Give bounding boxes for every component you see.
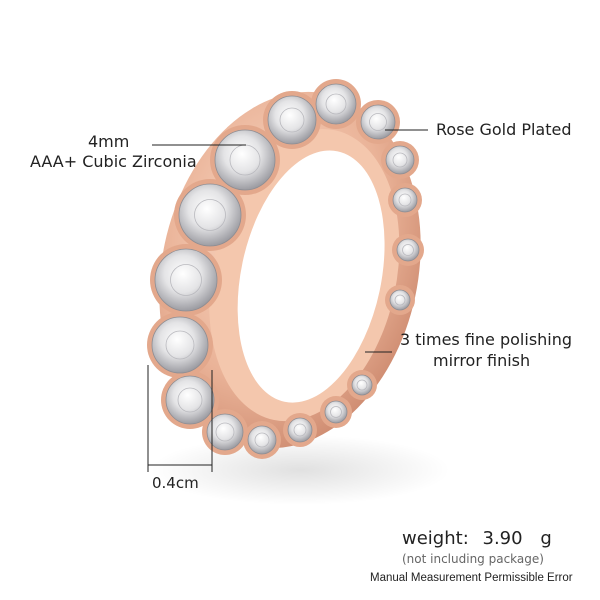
- stone-type-label: AAA+ Cubic Zirconia: [30, 152, 197, 171]
- weight-note: (not including package): [402, 552, 544, 566]
- zirconia-stone: [165, 375, 215, 425]
- finish-label-line2: mirror finish: [433, 351, 531, 370]
- weight-label: weight:: [402, 528, 469, 549]
- stone-facet: [398, 193, 412, 207]
- stone-size-label: 4mm: [88, 132, 130, 151]
- zirconia-stone: [351, 374, 373, 396]
- zirconia-stone: [389, 289, 411, 311]
- zirconia-stone: [396, 238, 420, 262]
- weight-row: weight: 3.90 g: [402, 528, 552, 549]
- stone-facet: [356, 379, 368, 391]
- weight-unit: g: [540, 528, 552, 549]
- stone-facet: [330, 406, 342, 418]
- stone-facet: [254, 432, 270, 448]
- zirconia-stone: [214, 129, 276, 191]
- stone-facet: [392, 152, 408, 168]
- ring-hole: [237, 150, 385, 403]
- zirconia-stone: [287, 417, 313, 443]
- stone-facet: [402, 244, 414, 256]
- stone-facet: [170, 264, 202, 296]
- zirconia-stone: [392, 187, 418, 213]
- finish-label-line1: 3 times fine polishing: [400, 330, 573, 349]
- plating-label: Rose Gold Plated: [436, 120, 572, 139]
- stone-facet: [215, 422, 235, 442]
- width-label: 0.4cm: [152, 474, 199, 492]
- zirconia-stone: [206, 413, 244, 451]
- zirconia-stone: [385, 145, 415, 175]
- weight-value: 3.90: [482, 528, 523, 549]
- stone-facet: [279, 107, 305, 133]
- disclaimer: Manual Measurement Permissible Error: [370, 572, 573, 584]
- zirconia-stone: [267, 95, 317, 145]
- zirconia-stone: [315, 83, 357, 125]
- zirconia-stone: [247, 425, 277, 455]
- zirconia-stone: [360, 104, 396, 140]
- stone-facet: [394, 294, 406, 306]
- stones-group: [147, 79, 424, 459]
- zirconia-stone: [151, 316, 209, 374]
- stone-facet: [325, 93, 347, 115]
- stone-facet: [194, 199, 226, 231]
- zirconia-stone: [178, 183, 242, 247]
- stone-facet: [369, 113, 387, 131]
- stone-facet: [165, 330, 195, 360]
- zirconia-stone: [154, 248, 218, 312]
- stone-facet: [293, 423, 307, 437]
- stone-facet: [177, 387, 203, 413]
- zirconia-stone: [324, 400, 348, 424]
